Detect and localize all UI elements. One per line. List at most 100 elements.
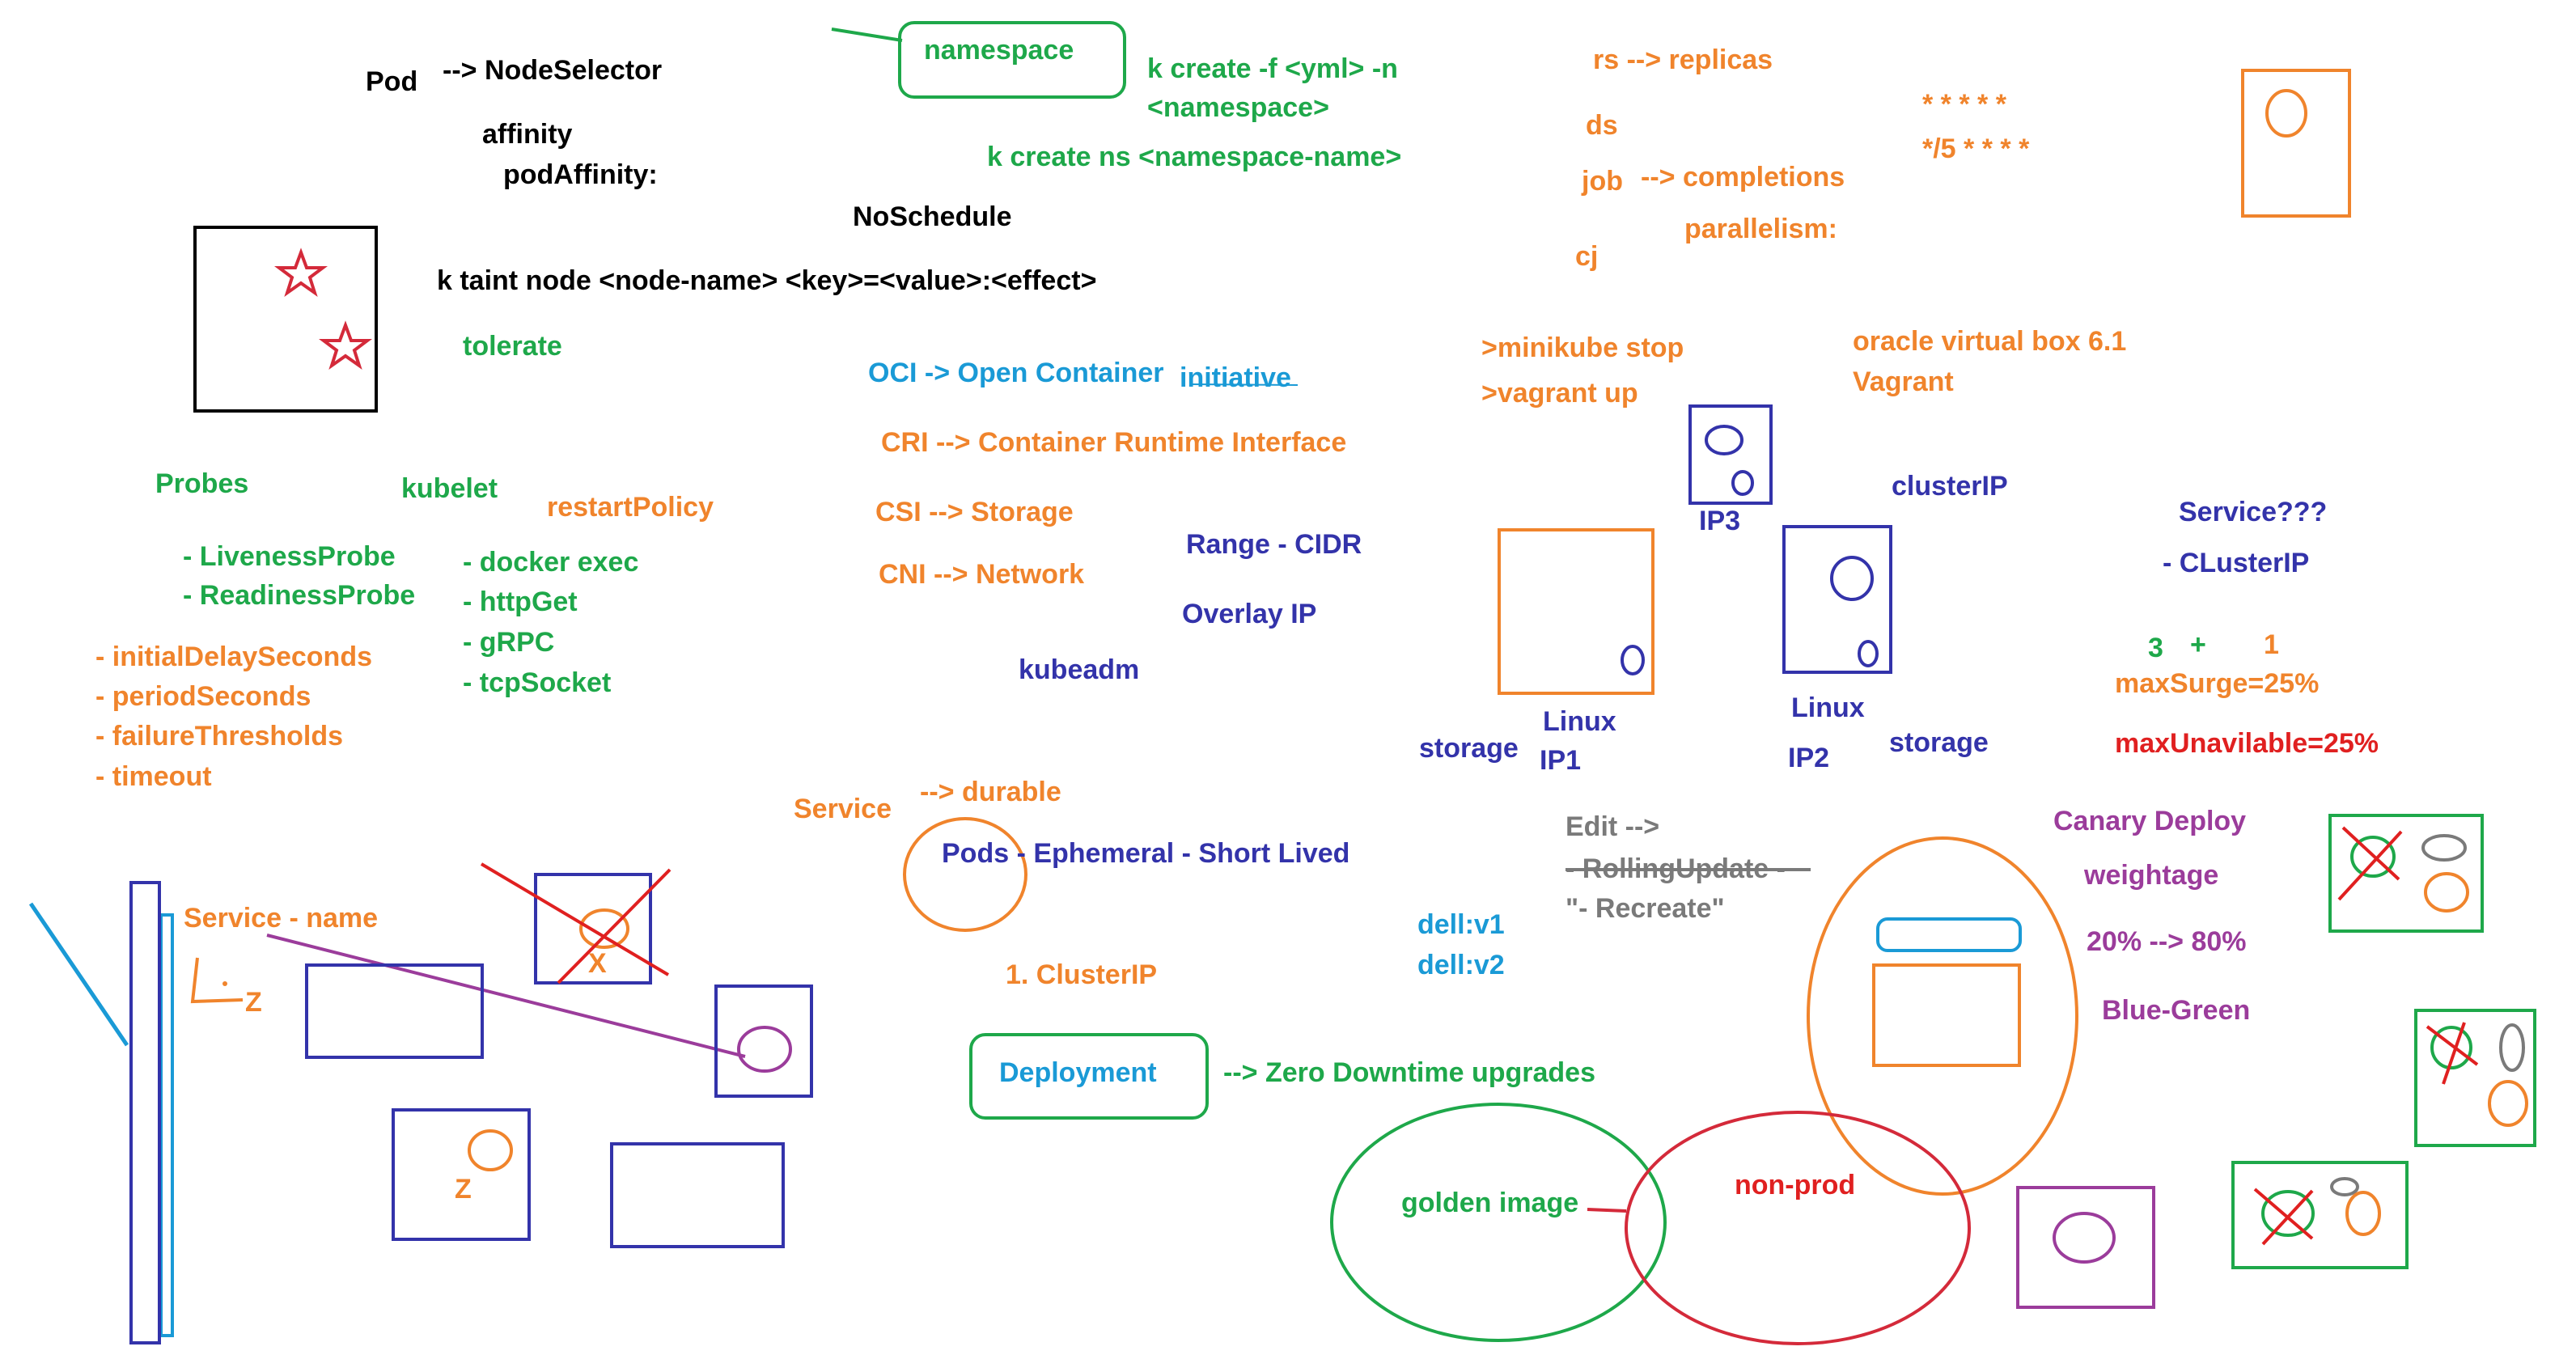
cron-expr-2: */5 * * * *	[1922, 133, 2030, 164]
cross-line	[2253, 1188, 2314, 1240]
oci-initiative-label: initiative	[1180, 362, 1291, 393]
cross-line	[557, 868, 672, 984]
rolling-update-label: - RollingUpdate -	[1566, 853, 1786, 884]
pod-circle-icon	[2345, 1191, 2381, 1236]
canary-deploy-label: Canary Deploy	[2053, 806, 2246, 836]
durable-label: --> durable	[920, 777, 1061, 807]
cron-expr-1: * * * * *	[1922, 89, 2007, 120]
service-question-label: Service???	[2179, 497, 2327, 527]
zero-downtime-label: --> Zero Downtime upgrades	[1223, 1057, 1595, 1088]
initial-delay-label: - initialDelaySeconds	[95, 642, 372, 672]
completions-label: --> completions	[1641, 162, 1845, 193]
pod-box	[1872, 963, 2021, 1067]
pod-circle-icon	[2488, 1080, 2528, 1127]
replicaset-bar	[1876, 917, 2022, 952]
deployment-label: Deployment	[999, 1057, 1157, 1088]
cross-line	[2337, 830, 2403, 901]
canary-node-box	[2328, 814, 2484, 933]
pod-circle-icon	[2430, 1026, 2472, 1069]
virtualbox-label: oracle virtual box 6.1	[1853, 326, 2126, 357]
dell-v2-label: dell:v2	[1417, 950, 1505, 980]
grpc-label: - gRPC	[463, 627, 554, 658]
cluster-ip-label: clusterIP	[1892, 471, 2008, 502]
max-unavailable-label: maxUnavilable=25%	[2115, 728, 2379, 759]
cj-label: cj	[1575, 241, 1598, 272]
restart-policy-label: restartPolicy	[547, 492, 714, 523]
tolerate-label: tolerate	[463, 331, 562, 362]
tcp-socket-label: - tcpSocket	[463, 667, 611, 698]
node-box-empty	[305, 963, 484, 1059]
edit-label: Edit -->	[1566, 811, 1659, 842]
ds-label: ds	[1586, 110, 1618, 141]
pod-circle-icon	[2261, 1190, 2315, 1237]
affinity-label: affinity	[482, 119, 573, 150]
create-command-line1: k create -f <yml> -n	[1147, 53, 1398, 84]
star-icon	[274, 248, 328, 298]
cross-line	[2426, 1025, 2479, 1066]
golden-image-label: golden image	[1401, 1188, 1578, 1218]
cluster-ip-numbered: 1. ClusterIP	[1006, 959, 1157, 990]
connector-line	[1587, 1208, 1627, 1213]
pod-affinity-label: podAffinity:	[503, 159, 658, 190]
pod-circle-icon	[2350, 836, 2396, 878]
dot-mark	[222, 981, 227, 986]
dell-v1-label: dell:v1	[1417, 909, 1505, 940]
pod-circle-icon	[1621, 645, 1645, 675]
star-icon	[319, 320, 372, 371]
liveness-probe-label: - LivenessProbe	[183, 541, 396, 572]
no-schedule-label: NoSchedule	[853, 201, 1011, 232]
docker-exec-label: - docker exec	[463, 547, 638, 578]
service-label: Service	[794, 794, 892, 824]
vagrant-up-label: >vagrant up	[1481, 378, 1638, 409]
node-box-ip1	[1498, 528, 1654, 695]
ip1-label: IP1	[1540, 745, 1581, 776]
cross-line	[2442, 1022, 2466, 1085]
service-pointer-line	[28, 902, 129, 1047]
storage-label-right: storage	[1889, 727, 1989, 758]
ip3-label: IP3	[1699, 506, 1740, 536]
node-box-ip2	[1782, 525, 1892, 674]
range-cidr-label: Range - CIDR	[1186, 529, 1362, 560]
pod-circle-icon	[2421, 834, 2467, 862]
vagrant-label: Vagrant	[1853, 366, 1954, 397]
node-box-orange-top-right	[2241, 69, 2351, 218]
service-bar	[129, 881, 161, 1344]
plus-sign: +	[2190, 629, 2206, 660]
max-surge-label: maxSurge=25%	[2115, 668, 2319, 699]
pod-circle-icon	[1830, 556, 1874, 601]
node-selector-label: --> NodeSelector	[443, 55, 662, 86]
probes-label: Probes	[155, 468, 248, 499]
node-box-empty	[610, 1142, 785, 1248]
failure-thresholds-label: - failureThresholds	[95, 721, 343, 752]
linux-label-1: Linux	[1543, 706, 1616, 737]
canary-node-box	[2231, 1161, 2409, 1269]
linux-label-2: Linux	[1791, 692, 1865, 723]
node-box-purple	[2016, 1186, 2155, 1309]
create-command-line2: <namespace>	[1147, 92, 1329, 123]
overlay-ip-label: Overlay IP	[1182, 599, 1316, 629]
canary-node-box	[2414, 1009, 2536, 1147]
cross-line	[2261, 1189, 2314, 1246]
deployment-oval	[1807, 836, 2078, 1196]
node-box-z	[392, 1108, 531, 1241]
weightage-label: weightage	[2083, 860, 2218, 891]
pod-circle-icon	[468, 1129, 513, 1171]
count-one: 1	[2264, 629, 2279, 660]
z-small-label: Z	[245, 987, 262, 1018]
golden-image-circle	[1330, 1103, 1667, 1342]
period-seconds-label: - periodSeconds	[95, 681, 311, 712]
node-box-purple-pod	[714, 984, 813, 1098]
blue-green-label: Blue-Green	[2102, 995, 2250, 1026]
pod-circle-icon	[1731, 470, 1754, 496]
pod-circle-icon	[2330, 1177, 2359, 1196]
job-label: job	[1581, 166, 1623, 197]
minikube-stop-label: >minikube stop	[1481, 332, 1684, 363]
pod-label: Pod	[366, 66, 417, 97]
pod-circle-icon	[2053, 1212, 2116, 1264]
traffic-split-label: 20% --> 80%	[2087, 926, 2247, 957]
namespace-pointer-line	[831, 28, 903, 42]
service-circle	[903, 817, 1027, 932]
node-box-tainted	[193, 226, 378, 413]
taint-command: k taint node <node-name> <key>=<value>:<…	[437, 265, 1096, 296]
